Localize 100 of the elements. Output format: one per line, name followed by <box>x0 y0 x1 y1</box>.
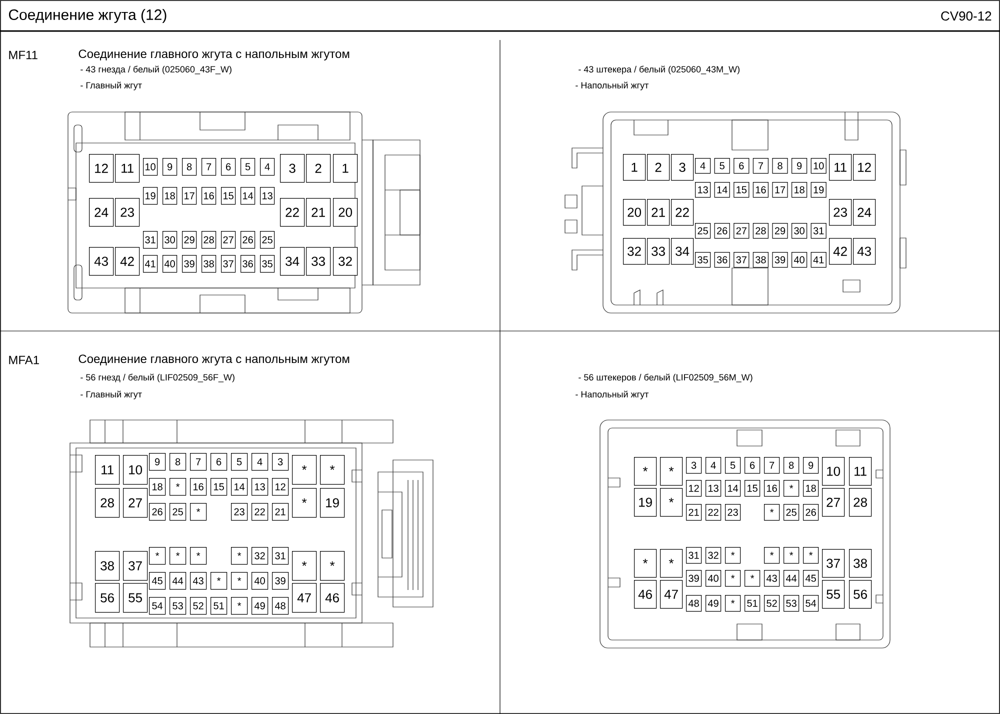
pin-cell: 13 <box>252 478 268 496</box>
pin-cell: 41 <box>143 255 158 273</box>
pin-cell: 8 <box>170 453 186 471</box>
pin-cell: * <box>190 503 207 521</box>
pin-cell: 10 <box>822 457 845 486</box>
pin-cell: 7 <box>764 457 780 474</box>
harness-note: - Главный жгут <box>80 82 142 90</box>
pin-cell: * <box>170 478 186 496</box>
pin-cell: * <box>231 572 248 590</box>
pin-cell: 29 <box>772 223 788 239</box>
pin-cell: * <box>784 480 800 497</box>
pin-cell: 31 <box>810 223 826 239</box>
pin-cell: 38 <box>752 252 769 268</box>
pin-cell: 15 <box>734 182 750 198</box>
pin-cell: * <box>320 551 345 581</box>
pin-cell: 11 <box>829 154 852 181</box>
pin-cell: 56 <box>849 580 872 609</box>
pin-cell: 5 <box>231 453 248 471</box>
pin-cell: 19 <box>810 182 826 198</box>
pin-cell: * <box>170 547 186 565</box>
pin-cell: 22 <box>706 504 722 521</box>
pin-cell: 12 <box>853 154 876 181</box>
pin-cell: 25 <box>260 231 275 249</box>
pin-cell: 55 <box>822 580 845 609</box>
pin-cell: 18 <box>162 187 178 205</box>
pin-cell: 16 <box>752 182 769 198</box>
pin-cell: 20 <box>623 199 646 226</box>
pin-cell: 11 <box>95 455 120 485</box>
pin-cell: 15 <box>221 187 236 205</box>
pin-cell: 16 <box>764 480 780 497</box>
harness-note: - Главный жгут <box>80 390 142 400</box>
pin-cell: 40 <box>252 572 268 590</box>
pin-cell: 14 <box>714 182 730 198</box>
pin-cell: 22 <box>280 198 305 227</box>
pin-cell: 43 <box>190 572 207 590</box>
pin-cell: 27 <box>822 488 845 517</box>
pin-cell: 32 <box>706 547 722 564</box>
pin-cell: 21 <box>272 503 289 521</box>
pin-cell: 51 <box>744 595 760 612</box>
pin-cell: 43 <box>89 247 114 276</box>
pin-cell: * <box>292 551 317 581</box>
pin-cell: 14 <box>231 478 248 496</box>
pin-cell: 37 <box>822 549 845 578</box>
pin-cell: 54 <box>803 595 819 612</box>
pin-cell: 19 <box>143 187 158 205</box>
pin-cell: 26 <box>149 503 166 521</box>
pin-cell: 31 <box>272 547 289 565</box>
pin-cell: 45 <box>149 572 166 590</box>
pin-cell: 8 <box>784 457 800 474</box>
pin-cell: 29 <box>182 231 197 249</box>
pin-cell: 23 <box>231 503 248 521</box>
pin-cell: 47 <box>660 580 683 609</box>
pin-cell: 48 <box>272 597 289 615</box>
pin-cell: 24 <box>89 198 114 227</box>
harness-note: - Напольный жгут <box>576 390 649 400</box>
pin-cell: 10 <box>810 158 826 174</box>
pin-cell: 53 <box>170 597 186 615</box>
pin-cell: 26 <box>240 231 256 249</box>
pin-cell: 38 <box>849 549 872 578</box>
pin-cell: 44 <box>784 570 800 587</box>
pin-cell: 32 <box>252 547 268 565</box>
pin-cell: * <box>803 547 819 564</box>
pin-cell: 54 <box>149 597 166 615</box>
pin-cell: 5 <box>714 158 730 174</box>
pin-cell: * <box>764 504 780 521</box>
connector-spec: - 43 штекера / белый (025060_43M_W) <box>578 66 740 74</box>
pin-cell: 31 <box>686 547 702 564</box>
pin-cell: 7 <box>190 453 207 471</box>
pin-cell: * <box>231 597 248 615</box>
pin-cell: 8 <box>772 158 788 174</box>
connector-code: MF11 <box>9 50 38 60</box>
pin-cell: 21 <box>647 199 670 226</box>
pin-cell: * <box>764 547 780 564</box>
pin-cell: 13 <box>706 480 722 497</box>
pin-cell: 7 <box>752 158 769 174</box>
pin-cell: 41 <box>810 252 826 268</box>
pin-cell: 52 <box>764 595 780 612</box>
pin-cell: 13 <box>260 187 275 205</box>
pin-cell: * <box>149 547 166 565</box>
pin-cell: 11 <box>115 154 140 183</box>
pin-cell: 23 <box>725 504 741 521</box>
pin-cell: 37 <box>734 252 750 268</box>
pin-cell: 35 <box>260 255 275 273</box>
pin-cell: 39 <box>772 252 788 268</box>
pin-cell: 46 <box>634 580 657 609</box>
pin-cell: 49 <box>706 595 722 612</box>
pin-cell: 5 <box>240 158 256 176</box>
pin-cell: 49 <box>252 597 268 615</box>
pin-cell: 34 <box>280 247 305 276</box>
pin-cell: 46 <box>320 583 345 613</box>
pin-cell: 40 <box>162 255 178 273</box>
pin-cell: 43 <box>853 238 876 265</box>
pin-cell: 18 <box>792 182 808 198</box>
pin-cell: 28 <box>95 488 120 518</box>
pin-cell: * <box>784 547 800 564</box>
pin-cell: 22 <box>252 503 268 521</box>
pin-cell: 11 <box>849 457 872 486</box>
pin-cell: 1 <box>623 154 646 181</box>
connector-heading: Соединение главного жгута с напольным жгутом <box>78 50 350 60</box>
pin-cell: 12 <box>89 154 114 183</box>
